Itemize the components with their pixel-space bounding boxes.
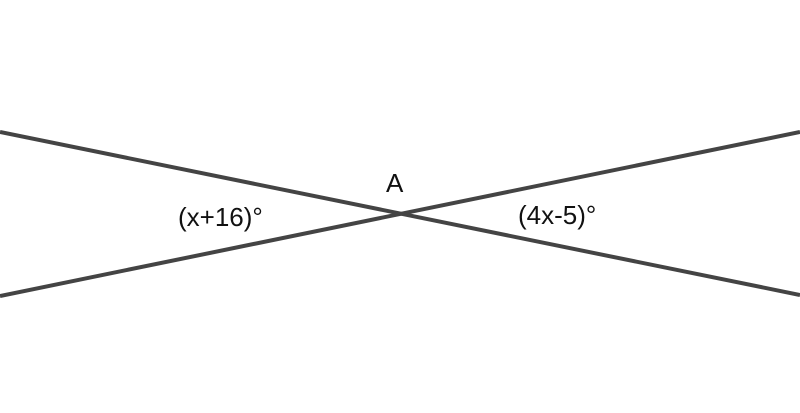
angle-left-label: (x+16)°	[178, 202, 263, 232]
point-a-label: A	[386, 168, 404, 198]
line-ascending	[0, 130, 800, 298]
angle-right-label: (4x-5)°	[518, 200, 596, 230]
